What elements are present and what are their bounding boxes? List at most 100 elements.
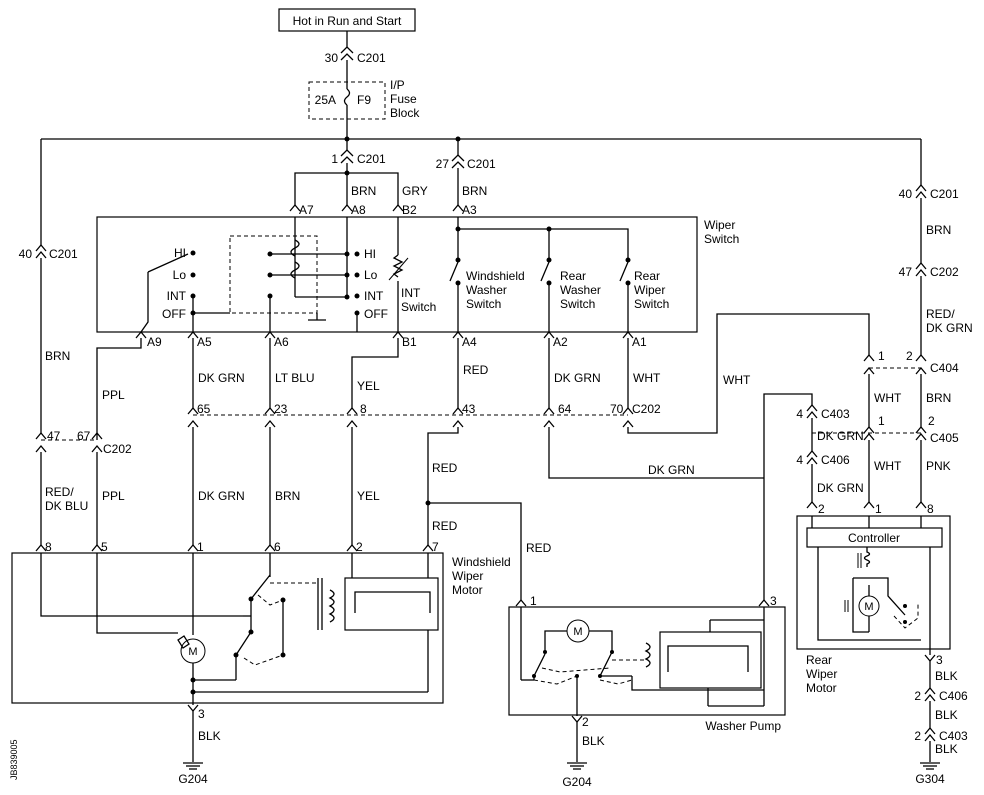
rear-motor-label: Rear	[806, 653, 832, 667]
pin-label: 5	[101, 540, 108, 554]
ws-wiper-motor-box	[11, 552, 444, 704]
wire-color-label: RED/	[45, 485, 74, 499]
wire-color-label: BLK	[935, 708, 958, 722]
wire-color-label: BRN	[275, 489, 300, 503]
ws-motor-m: M	[188, 646, 197, 658]
wire-color-label: YEL	[357, 489, 380, 503]
wire-color-label: BLK	[935, 742, 958, 756]
pin-label: 30	[325, 51, 339, 65]
controller-box	[806, 527, 943, 548]
wire-color-label: RED/	[926, 307, 955, 321]
pin-label: B1	[402, 335, 417, 349]
connector-label: C202	[632, 402, 661, 416]
pin-label: A4	[462, 335, 477, 349]
rear-motor-label: Motor	[806, 681, 837, 695]
ws-washer-switch-label: Windshield	[466, 269, 525, 283]
connector-label: C201	[357, 51, 386, 65]
ws-motor-label: Motor	[452, 583, 483, 597]
pin-label: 4	[796, 407, 803, 421]
wire-color-label: BRN	[926, 223, 951, 237]
rear-washer-switch-label: Rear	[560, 269, 586, 283]
pin-label: 47	[47, 429, 61, 443]
connector-label: C201	[930, 187, 959, 201]
switch-position-label: OFF	[162, 307, 186, 321]
pin-label: A2	[553, 335, 568, 349]
ws-motor-park-box	[344, 577, 439, 631]
wire-color-label: WHT	[874, 391, 902, 405]
wire-color-label: DK GRN	[198, 371, 245, 385]
pin-label: A3	[462, 203, 477, 217]
connector-label: C202	[103, 442, 132, 456]
connector-chevron	[340, 46, 354, 54]
wire-color-label: RED	[432, 519, 458, 533]
washer-motor-symbol	[566, 619, 590, 643]
fuse-block-label: I/P	[390, 78, 405, 92]
selector-lever	[147, 253, 189, 273]
switch-position-label: Lo	[364, 268, 378, 282]
switch-position-label: OFF	[364, 307, 388, 321]
rear-washer-switch-label: Washer	[560, 283, 601, 297]
pin-label: 2	[928, 414, 935, 428]
wire-color-label: WHT	[633, 371, 661, 385]
pin-label: A8	[351, 203, 366, 217]
c202-pins	[187, 406, 634, 428]
wire-color-label: DK GRN	[554, 371, 601, 385]
wire-color-label: WHT	[723, 373, 751, 387]
pin-label: 27	[436, 157, 450, 171]
wire-color-label: RED	[526, 541, 552, 555]
connector-label: C406	[821, 453, 850, 467]
washer-pump-box	[508, 606, 786, 716]
pin-label: 2	[906, 349, 913, 363]
rear-wiper-motor-box	[796, 515, 951, 650]
switch-position-label: INT	[167, 289, 187, 303]
fuse-block-label: Block	[390, 106, 420, 120]
pin-label: 4	[796, 453, 803, 467]
wire-color-label: DK GRN	[817, 481, 864, 495]
rear-wiper-switch-label: Rear	[634, 269, 660, 283]
power-source-label: Hot in Run and Start	[293, 14, 402, 28]
pin-label: 40	[899, 187, 913, 201]
pin-label: 1	[530, 594, 537, 608]
wire-color-label: GRY	[402, 184, 428, 198]
connector-label: C406	[939, 689, 968, 703]
wire-color-label: DK GRN	[198, 489, 245, 503]
rear-wiper-switch-label: Wiper	[634, 283, 665, 297]
ground-symbol-g304	[920, 762, 940, 770]
pin-label: 1	[331, 152, 338, 166]
switch-feed	[458, 228, 629, 260]
pin-label: 3	[198, 707, 205, 721]
int-switch-label: INT	[401, 286, 421, 300]
wire-color-label: DK GRN	[817, 429, 864, 443]
connector-label: C202	[930, 265, 959, 279]
pin-label: 65	[197, 402, 211, 416]
pin-label: A9	[147, 335, 162, 349]
mechanical-link	[229, 235, 318, 314]
wire-color-label: BRN	[45, 349, 70, 363]
ws-motor-label: Windshield	[452, 555, 511, 569]
washer-pump-label: Washer Pump	[705, 719, 781, 733]
pin-label: 1	[878, 414, 885, 428]
ground-label-g204: G204	[178, 772, 208, 786]
figure-code: JB839005	[9, 739, 19, 780]
pin-label: 6	[274, 540, 281, 554]
fuse-symbol	[343, 88, 351, 106]
pin-label: 2	[356, 540, 363, 554]
connector-label: C201	[49, 247, 78, 261]
pin-label: A6	[274, 335, 289, 349]
ws-washer-switch-label: Washer	[466, 283, 507, 297]
pin-label: 1	[875, 502, 882, 516]
pin-label: 64	[558, 402, 572, 416]
ws-washer-switch-label: Switch	[466, 297, 501, 311]
connector-label: C403	[939, 729, 968, 743]
fuse-block-label: Fuse	[390, 92, 417, 106]
washer-pump-park-box	[659, 631, 762, 689]
pin-label: A7	[299, 203, 314, 217]
wire-color-label: BLK	[582, 734, 605, 748]
wire-color-label: BLK	[198, 729, 221, 743]
connector-label: C201	[357, 152, 386, 166]
ground-label-g304: G304	[915, 772, 945, 786]
rear-wiper-switch-label: Switch	[634, 297, 669, 311]
fuse-rating: 25A	[315, 93, 336, 107]
pin-label: 2	[582, 715, 589, 729]
